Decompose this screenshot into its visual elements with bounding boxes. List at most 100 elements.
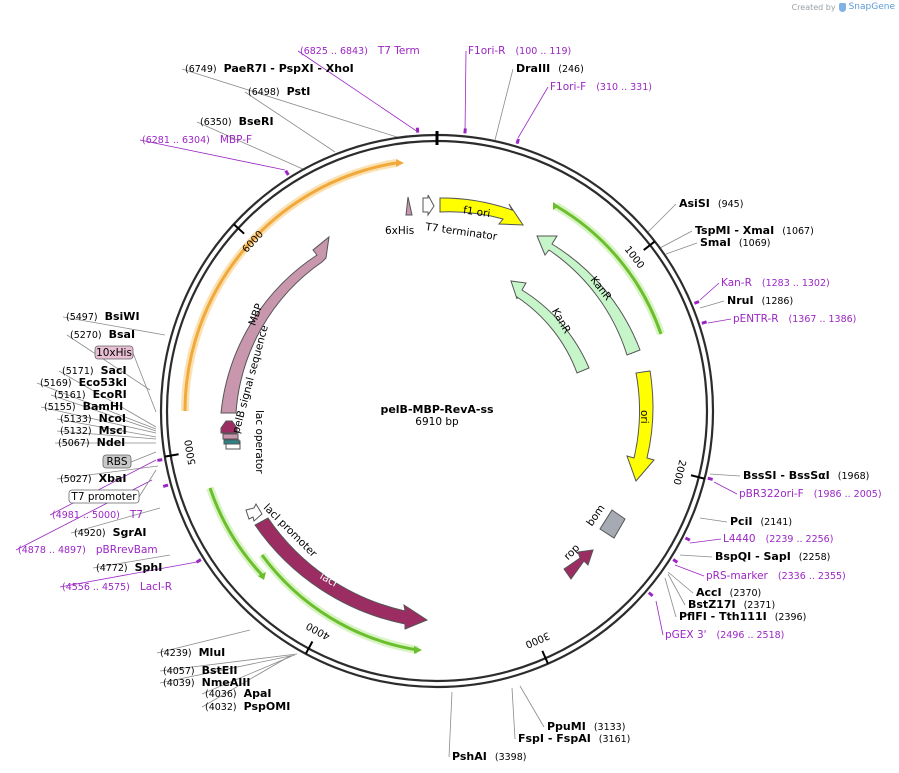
site-leader-29: [50, 394, 157, 432]
primer-mark-10: [157, 458, 163, 462]
site-label-sgrai: (4920) SgrAI: [74, 526, 146, 539]
site-label-fspi-fspai: FspI - FspAI(3161): [518, 732, 630, 745]
primer-mark-7: [684, 536, 691, 542]
site-label-bspqi-sapi: BspQI - SapI(2258): [715, 550, 830, 563]
site-leader-31: [58, 370, 157, 428]
site-label-ndei: (5067) NdeI: [58, 436, 125, 449]
site-label-sphi: (4772) SphI: [96, 561, 162, 574]
primer-label-t7-term: (6825 .. 6843)T7 Term: [300, 45, 420, 57]
primer-mark-4: [693, 300, 700, 305]
site-label-pshai: PshAI(3398): [452, 750, 526, 763]
site-leader-20: [159, 653, 298, 672]
site-leader-26: [56, 430, 157, 440]
feature-6xhis: [405, 196, 413, 216]
feature-t7-terminator: [422, 194, 435, 217]
feature-ori: [626, 370, 655, 482]
primer-mark-3: [284, 169, 290, 176]
site-leader-10: [679, 554, 713, 558]
feature-rbs-block: [223, 439, 240, 445]
site-label-pflfi-tth111i: PflFI - Tth111I(2396): [679, 610, 806, 623]
site-leader-5: [659, 230, 693, 249]
site-label-bsssi-bsss-i: BssSI - BssSαI(1968): [743, 469, 869, 482]
primer-label-f1ori-r: F1ori-R(100 .. 119): [468, 45, 571, 57]
site-leader-32: [66, 334, 151, 391]
snapgene-logo-icon: [838, 2, 846, 12]
site-leader-2: [196, 121, 306, 171]
site-label-bstz17i: BstZ17I(2371): [688, 598, 775, 611]
primer-label-prs-marker: pRS-marker(2336 .. 2355): [706, 570, 846, 582]
primer-label-mbp-f: (6281 .. 6304)MBP-F: [142, 134, 252, 146]
primer-label-pgex-3-: pGEX 3'(2496 .. 2518): [665, 629, 784, 641]
feature-pelb-signal: [220, 420, 238, 434]
site-leader-21: [156, 629, 251, 654]
primer-leader-9: [655, 600, 664, 636]
orf-arc-laci-1: [206, 486, 265, 578]
primer-leader-4: [699, 282, 720, 301]
site-label-bsiwi: (5497) BsiWI: [66, 310, 140, 323]
site-leader-23: [70, 507, 161, 534]
site-leader-18: [201, 655, 293, 695]
site-leader-6: [665, 242, 698, 255]
site-leader-19: [159, 654, 296, 684]
site-leader-22: [92, 554, 171, 569]
site-label-psti: (6498) PstI: [248, 85, 310, 98]
primer-mark-2: [515, 138, 520, 145]
site-leader-11: [667, 571, 694, 594]
primer-mark-8: [672, 558, 679, 564]
site-label-bseri: (6350) BseRI: [200, 115, 274, 128]
site-label-eco53ki: (5169) Eco53kI: [40, 376, 127, 389]
site-label-saci: (5171) SacI: [62, 364, 127, 377]
site-label-draiii: DraIII(246): [516, 62, 584, 75]
tick-mark-2000: [690, 474, 705, 480]
site-leader-17: [201, 655, 291, 708]
site-label-nmeaiii: (4039) NmeAIII: [163, 676, 251, 689]
site-label-pspomi: (4032) PspOMI: [205, 700, 290, 713]
primer-leader-10: [49, 459, 157, 516]
feature-label-f1-ori: f1 ori: [462, 204, 491, 220]
primer-mark-9: [647, 591, 654, 597]
feature-laci: [254, 517, 429, 630]
primer-mark-5: [701, 320, 708, 325]
feature-label-lac-operator: lac operator: [253, 410, 265, 474]
site-leader-27: [56, 418, 157, 438]
tick-label-3000: 3000: [523, 629, 551, 649]
leader-lines: [15, 50, 741, 758]
site-label-bamhi: (5155) BamHI: [44, 400, 123, 413]
snapgene-brand: Created by SnapGene: [792, 2, 895, 12]
svg-text:RBS: RBS: [107, 456, 128, 468]
primer-label-pbr322ori-f: pBR322ori-F(1986 .. 2005): [739, 488, 882, 500]
tick-mark-4000: [304, 641, 314, 655]
primer-leader-2: [517, 86, 549, 139]
primer-leader-12: [59, 561, 198, 588]
site-label-msci: (5132) MscI: [60, 424, 127, 437]
site-leader-24: [56, 465, 159, 480]
created-by-text: Created by: [791, 2, 836, 12]
site-label-asisi: AsiSI(945): [679, 197, 743, 210]
primer-leader-7: [689, 538, 722, 544]
site-leader-33: [62, 316, 166, 336]
feature-bom: [599, 509, 626, 539]
tick-label-2000: 2000: [670, 459, 687, 486]
boxed-label-rbs: RBS: [102, 454, 132, 469]
site-label-apai: (4036) ApaI: [205, 687, 272, 700]
feature-f1-ori: [439, 197, 524, 226]
feature-kanr-inner: [510, 280, 590, 374]
site-label-ppumi: PpuMI(3133): [547, 720, 625, 733]
site-label-pcii: PciI(2141): [730, 515, 792, 528]
site-leader-8: [709, 473, 741, 477]
site-leader-13: [664, 577, 677, 618]
primer-label-pbrrevbam: (4878 .. 4897)pBRrevBam: [18, 544, 158, 556]
primer-label-l4440: L4440(2239 .. 2256): [723, 533, 833, 545]
primer-label-kan-r: Kan-R(1283 .. 1302): [721, 277, 830, 289]
feature-label-ori: ori: [638, 410, 650, 424]
site-label-acci: AccI(2370): [696, 586, 761, 599]
feature-rop: [563, 549, 594, 580]
site-label-mlui: (4239) MluI: [160, 646, 225, 659]
boxed-label-t7-promoter: T7 promoter: [68, 489, 140, 504]
primer-leader-3: [139, 139, 286, 171]
site-label-xbai: (5027) XbaI: [60, 472, 126, 485]
site-label-ecori: (5161) EcoRI: [54, 388, 127, 401]
site-leader-9: [699, 517, 728, 523]
primer-leader-1: [464, 50, 467, 134]
